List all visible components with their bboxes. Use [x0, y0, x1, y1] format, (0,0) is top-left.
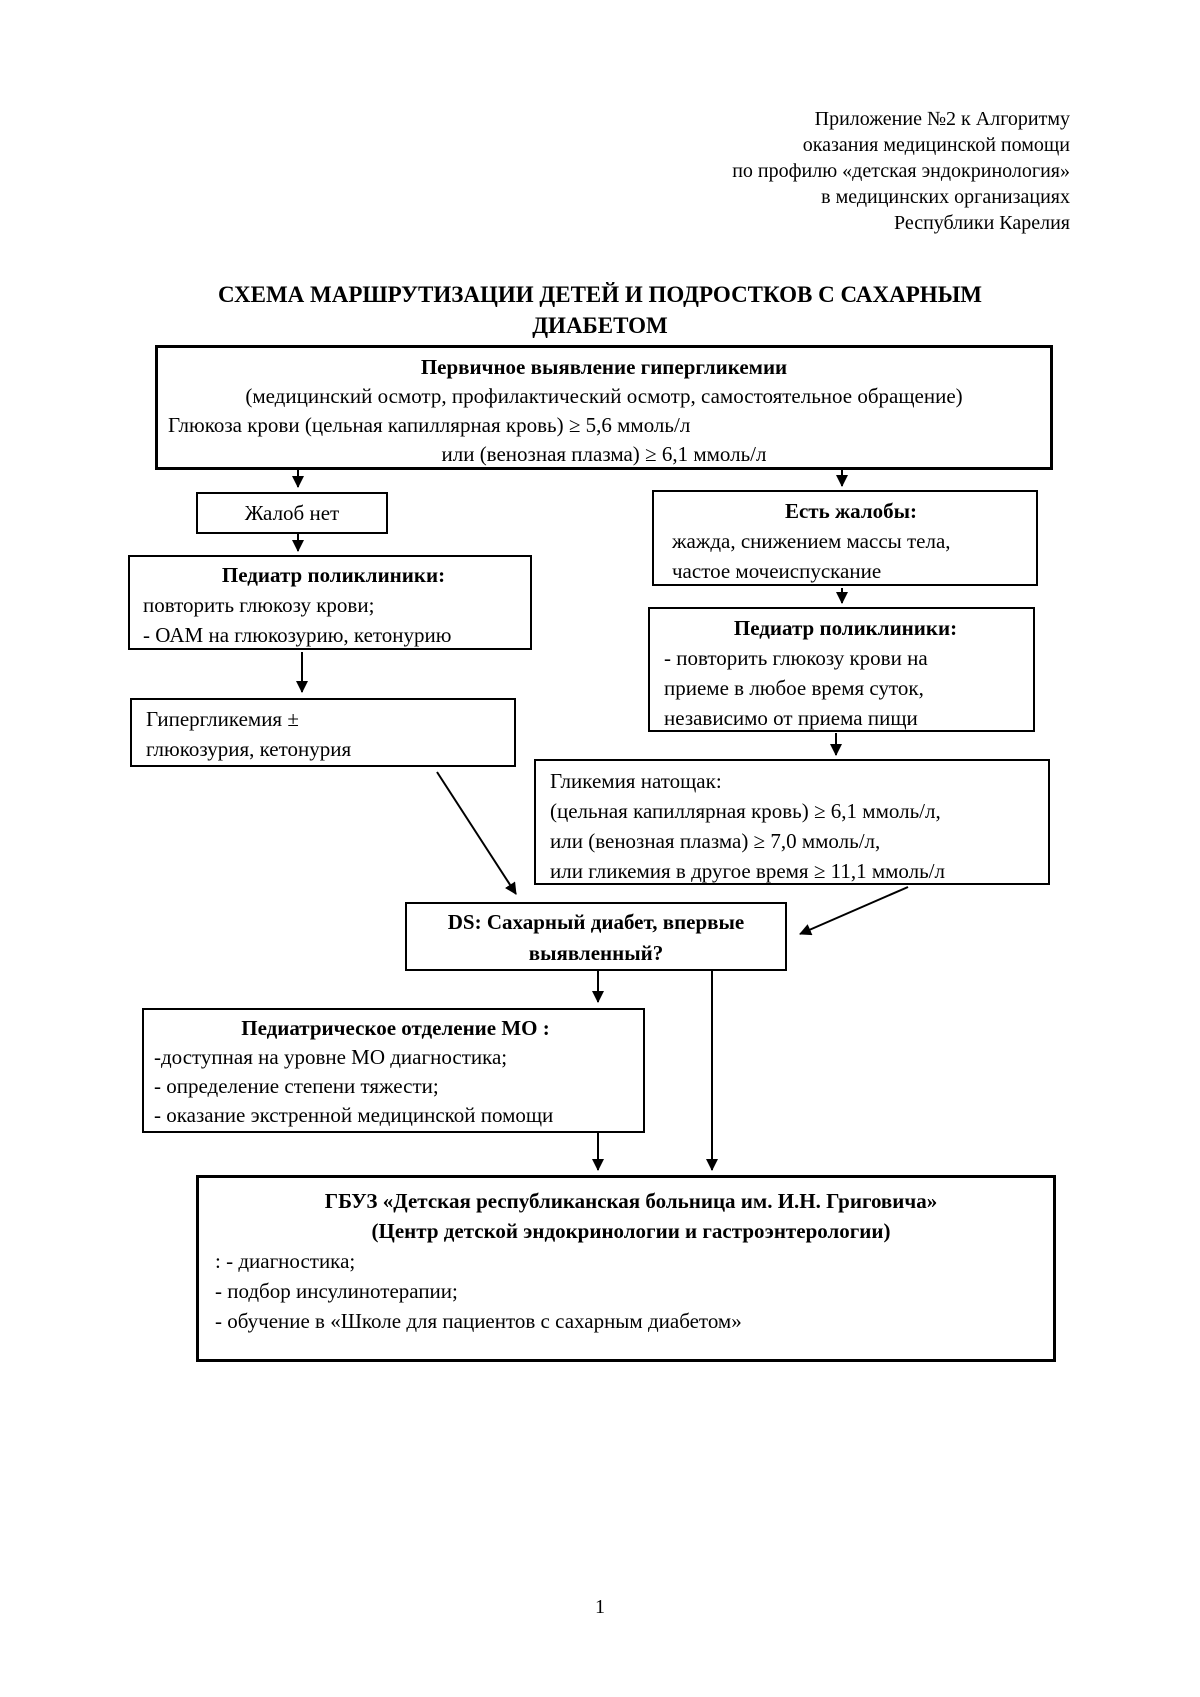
box-pediatrician-right-line: независимо от приема пищи	[664, 706, 918, 730]
box-pediatrician-right-line: приеме в любое время суток,	[664, 676, 924, 700]
box-primary-line: (медицинский осмотр, профилактический ос…	[245, 384, 963, 408]
box-hospital-line: - подбор инсулинотерапии;	[215, 1279, 458, 1303]
appendix-header: Приложение №2 к Алгоритму оказания медиц…	[732, 106, 1070, 236]
box-primary-line: или (венозная плазма) ≥ 6,1 ммоль/л	[441, 442, 767, 466]
box-primary-line: Глюкоза крови (цельная капиллярная кровь…	[168, 413, 691, 437]
box-pediatrician-right-line: - повторить глюкозу крови на	[664, 646, 928, 670]
box-diagnosis: DS: Сахарный диабет, впервые выявленный?	[405, 902, 787, 971]
box-primary-detection: Первичное выявление гипергликемии (медиц…	[155, 345, 1053, 470]
appendix-header-line: Приложение №2 к Алгоритму	[814, 108, 1070, 130]
box-no-complaints-label: Жалоб нет	[244, 501, 340, 525]
box-complaints-heading: Есть жалобы:	[784, 499, 918, 523]
page-title-line2: ДИАБЕТОМ	[532, 313, 668, 338]
box-hospital-heading1: ГБУЗ «Детская республиканская больница и…	[324, 1189, 938, 1213]
box-fasting-glycemia: Гликемия натощак: (цельная капиллярная к…	[534, 759, 1050, 885]
box-pediatrician-left-heading: Педиатр поликлиники:	[221, 563, 446, 587]
appendix-header-line: по профилю «детская эндокринология»	[732, 160, 1070, 182]
box-pediatrician-right-heading: Педиатр поликлиники:	[733, 616, 958, 640]
box-pediatrician-right: Педиатр поликлиники: - повторить глюкозу…	[648, 607, 1035, 732]
box-pediatrician-left-line: повторить глюкозу крови;	[143, 593, 375, 617]
box-fasting-glycemia-line: или (венозная плазма) ≥ 7,0 ммоль/л,	[550, 829, 881, 853]
box-pediatric-department-heading: Педиатрическое отделение МО :	[241, 1016, 550, 1040]
box-hospital: ГБУЗ «Детская республиканская больница и…	[196, 1175, 1056, 1362]
appendix-header-line: оказания медицинской помощи	[802, 134, 1070, 156]
arrow-hyperglycemia-to-ds	[436, 771, 517, 895]
box-pediatric-department: Педиатрическое отделение МО : -доступная…	[142, 1008, 645, 1133]
box-hyperglycemia-line: глюкозурия, кетонурия	[146, 737, 352, 761]
box-complaints: Есть жалобы: жажда, снижением массы тела…	[652, 490, 1038, 586]
page-title-line1: СХЕМА МАРШРУТИЗАЦИИ ДЕТЕЙ И ПОДРОСТКОВ С…	[217, 282, 982, 307]
box-fasting-glycemia-line: (цельная капиллярная кровь) ≥ 6,1 ммоль/…	[550, 799, 941, 823]
box-hospital-line: - обучение в «Школе для пациентов с саха…	[215, 1309, 742, 1333]
box-hyperglycemia: Гипергликемия ± глюкозурия, кетонурия	[130, 698, 516, 767]
box-pediatric-department-line: - определение степени тяжести;	[154, 1074, 439, 1098]
box-pediatric-department-line: -доступная на уровне МО диагностика;	[154, 1045, 508, 1069]
box-pediatrician-left-line: - ОАМ на глюкозурию, кетонурию	[143, 623, 452, 647]
box-diagnosis-line1: DS: Сахарный диабет, впервые	[447, 910, 745, 934]
box-pediatrician-left: Педиатр поликлиники: повторить глюкозу к…	[128, 555, 532, 650]
box-hyperglycemia-line: Гипергликемия ±	[146, 707, 299, 731]
box-complaints-line: частое мочеиспускание	[672, 559, 882, 583]
appendix-header-line: Республики Карелия	[893, 212, 1070, 234]
box-hospital-heading2: (Центр детской эндокринологии и гастроэн…	[371, 1219, 891, 1243]
box-diagnosis-line2: выявленный?	[528, 941, 664, 965]
box-no-complaints: Жалоб нет	[196, 492, 388, 534]
appendix-header-line: в медицинских организациях	[821, 186, 1070, 208]
page-title: СХЕМА МАРШРУТИЗАЦИИ ДЕТЕЙ И ПОДРОСТКОВ С…	[0, 279, 1200, 341]
box-hospital-line: : - диагностика;	[215, 1249, 356, 1273]
box-fasting-glycemia-line: или гликемия в другое время ≥ 11,1 ммоль…	[550, 859, 946, 883]
arrow-glycemia-to-ds	[799, 886, 909, 936]
box-fasting-glycemia-line: Гликемия натощак:	[550, 769, 722, 793]
page-number: 1	[595, 1596, 605, 1618]
box-pediatric-department-line: - оказание экстренной медицинской помощи	[154, 1103, 554, 1127]
box-primary-heading: Первичное выявление гипергликемии	[420, 355, 788, 379]
box-complaints-line: жажда, снижением массы тела,	[672, 529, 951, 553]
